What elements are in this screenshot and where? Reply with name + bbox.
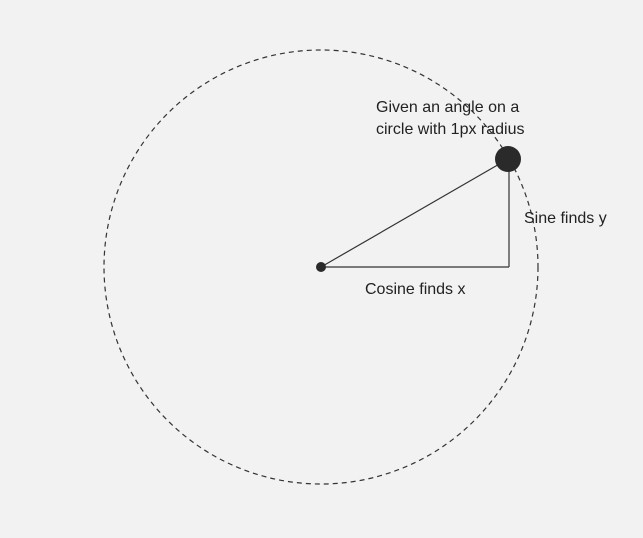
radius-line	[320, 158, 509, 268]
cosine-label: Cosine finds x	[365, 281, 466, 298]
given-label-line1: Given an angle on a	[376, 99, 520, 116]
angle-point	[495, 146, 521, 172]
given-angle-label: Given an angle on a circle with 1px radi…	[376, 97, 525, 141]
sine-label: Sine finds y	[524, 210, 607, 227]
unit-circle	[103, 49, 539, 485]
given-label-line2: circle with 1px radius	[376, 121, 525, 138]
center-point	[316, 262, 326, 272]
